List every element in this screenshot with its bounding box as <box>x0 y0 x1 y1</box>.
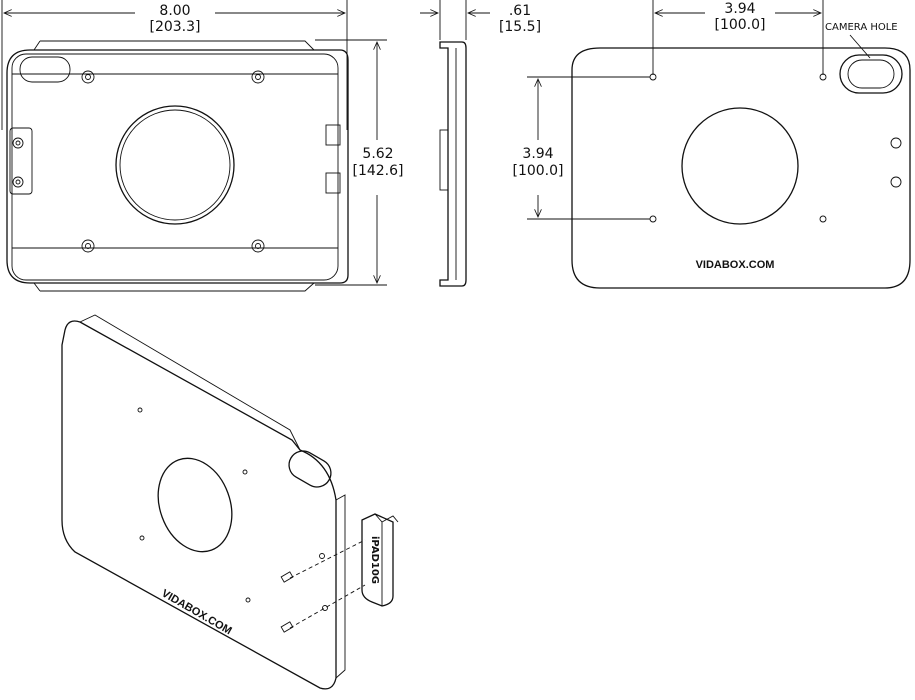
mounting-block: iPAD10G <box>361 513 399 607</box>
back-view: 3.94 [100.0] CAMERA HOLE VIDABOX.COM 3.9… <box>512 0 911 289</box>
side-view: .61 [15.5] <box>420 0 541 287</box>
width-inches: 8.00 <box>159 3 190 19</box>
depth-mm: [15.5] <box>499 19 541 35</box>
brand-iso: VIDABOX.COM <box>159 587 233 637</box>
isometric-view: VIDABOX.COM iPAD10G <box>61 314 399 690</box>
camera-hole-label: CAMERA HOLE <box>825 22 898 33</box>
hole-spacing-h-inches: 3.94 <box>724 1 755 17</box>
hole-spacing-h-mm: [100.0] <box>714 17 765 33</box>
front-view: 8.00 [203.3] 5.62 [142.6] <box>1 0 404 292</box>
hole-spacing-v-mm: [100.0] <box>512 163 563 179</box>
screw-icon <box>280 571 294 633</box>
hole-spacing-v-inches: 3.94 <box>522 146 553 162</box>
brand-back: VIDABOX.COM <box>696 259 775 271</box>
hex-nut-icon <box>12 70 265 253</box>
depth-inches: .61 <box>509 3 531 19</box>
height-mm: [142.6] <box>352 163 403 179</box>
height-inches: 5.62 <box>362 146 393 162</box>
block-text: iPAD10G <box>369 536 380 584</box>
width-mm: [203.3] <box>149 19 200 35</box>
